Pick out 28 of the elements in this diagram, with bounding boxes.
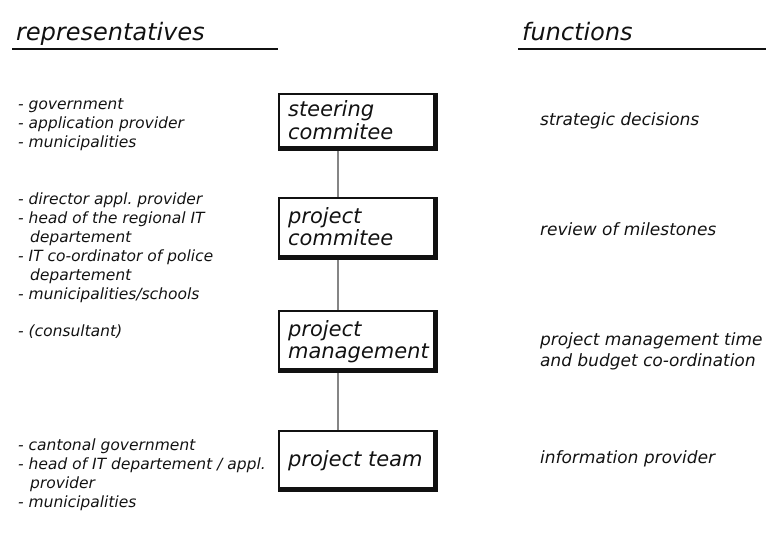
connector-line [337, 260, 339, 310]
function-text: strategic decisions [540, 110, 700, 131]
representative-item: - (consultant) [18, 322, 124, 341]
column-heading: representatives [12, 18, 278, 50]
representative-item: - application provider [18, 114, 186, 133]
function-text: information provider [540, 448, 717, 469]
column-heading: functions [518, 18, 766, 50]
representative-item: - head of the regional IT departement [18, 209, 206, 247]
representative-item: - municipalities/schools [18, 285, 200, 304]
connector-line [337, 373, 339, 430]
representative-item: - head of IT departement / appl. provider [18, 455, 267, 493]
box-title: project commitee [288, 204, 394, 250]
process-box [278, 310, 438, 373]
process-box [278, 197, 438, 260]
box-title: steering commitee [288, 98, 394, 143]
process-box [278, 430, 438, 492]
process-box [278, 93, 438, 151]
representative-item: - municipalities [18, 493, 138, 512]
function-text: review of milestones [540, 220, 718, 241]
representative-item: - cantonal government [18, 436, 197, 455]
function-text: project management time and budget co-ordination [540, 330, 764, 372]
box-title: project management [288, 318, 429, 362]
representative-item: - director appl. provider [18, 190, 204, 209]
representative-item: - government [18, 95, 125, 114]
connector-line [337, 151, 339, 197]
representative-item: - municipalities [18, 133, 138, 152]
representative-item: - IT co-ordinator of police departement [18, 247, 214, 285]
box-title: project team [288, 448, 423, 471]
